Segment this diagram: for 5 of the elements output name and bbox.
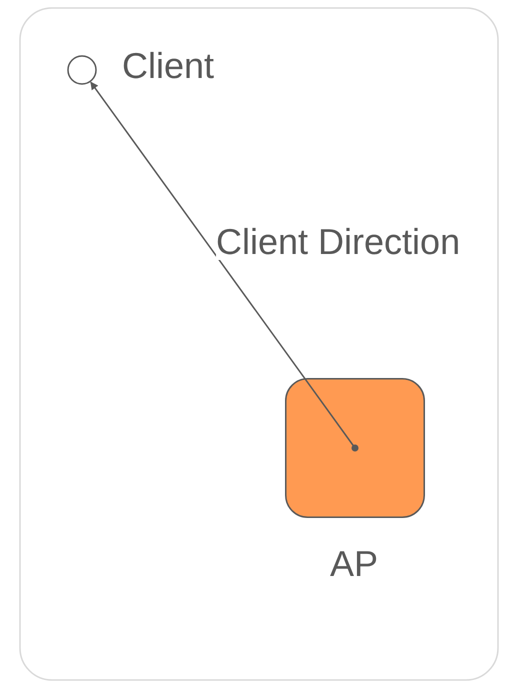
access-point-label: AP bbox=[330, 546, 378, 582]
client-label: Client bbox=[122, 48, 214, 84]
arrow bbox=[90, 82, 358, 452]
access-point-square bbox=[285, 378, 425, 518]
client-circle bbox=[67, 55, 97, 85]
